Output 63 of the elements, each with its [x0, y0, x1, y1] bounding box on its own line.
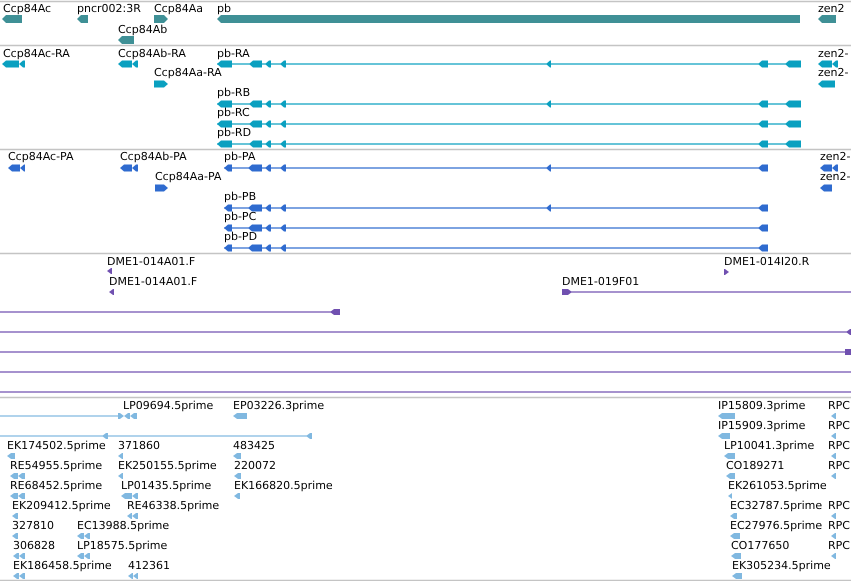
feature-label: RE54955.5prime	[10, 459, 102, 473]
feature-label: pb-PA	[224, 150, 256, 164]
feature-label: EC13988.5prime	[77, 519, 170, 533]
feature-label: LP10041.3prime	[724, 439, 814, 453]
feature-label: 483425	[233, 439, 275, 453]
feature-label: pb	[217, 2, 231, 16]
feature-label: EP03226.3prime	[233, 399, 324, 413]
feature-label: RPC	[828, 519, 850, 533]
feature-label: 412361	[128, 559, 170, 573]
feature-label: pb-PC	[224, 210, 256, 224]
feature-label: Ccp84Aa-RA	[154, 66, 222, 80]
feature-label: zen2-	[818, 47, 848, 61]
feature-label: 371860	[118, 439, 160, 453]
feature-label: IP15809.3prime	[718, 399, 806, 413]
feature-label: RPC	[828, 399, 850, 413]
feature-label: EK305234.5prime	[732, 559, 831, 573]
feature-label: EK186458.5prime	[13, 559, 112, 573]
feature-label: IP15909.3prime	[718, 419, 806, 433]
feature-label: DME1-014I20.R	[724, 255, 810, 269]
feature-label: RPC	[828, 499, 850, 513]
feature-label: EK250155.5prime	[118, 459, 217, 473]
feature-label: EK174502.5prime	[7, 439, 106, 453]
feature-label: pb-PD	[224, 230, 258, 244]
feature-label: pncr002:3R	[77, 2, 141, 16]
feature-label: Ccp84Ab-PA	[120, 150, 187, 164]
feature-label: 306828	[13, 539, 55, 553]
feature-label: pb-RD	[217, 126, 252, 140]
feature-label: LP09694.5prime	[123, 399, 214, 413]
feature-label: EC32787.5prime	[730, 499, 822, 513]
feature-label: EK261053.5prime	[728, 479, 827, 493]
feature-label: zen2	[818, 2, 845, 16]
feature-label: Ccp84Aa-PA	[155, 170, 222, 184]
feature-label: LP18575.5prime	[77, 539, 168, 553]
feature-label: RPC	[828, 459, 850, 473]
feature-label: RPC	[828, 539, 850, 553]
feature-label: pb-RB	[217, 86, 250, 100]
feature-label: DME1-019F01	[562, 275, 640, 289]
feature-label: EK166820.5prime	[234, 479, 333, 493]
feature-label: CO177650	[731, 539, 790, 553]
feature-label: Ccp84Ac	[3, 2, 52, 16]
feature-label: RE46338.5prime	[127, 499, 220, 513]
feature-label: CO189271	[726, 459, 784, 473]
feature-label: DME1-014A01.F	[107, 255, 196, 269]
feature-label: pb-RC	[217, 106, 250, 120]
feature-label: EK209412.5prime	[12, 499, 111, 513]
feature-label: EC27976.5prime	[730, 519, 822, 533]
feature-label: pb-RA	[217, 47, 250, 61]
feature-label: LP01435.5prime	[121, 479, 212, 493]
feature-label: zen2-	[820, 150, 850, 164]
feature-label: Ccp84Ab-RA	[118, 47, 186, 61]
feature-label: RPC	[828, 439, 850, 453]
feature-label: pb-PB	[224, 190, 256, 204]
feature-label: Ccp84Ac-RA	[3, 47, 70, 61]
feature-label: Ccp84Ab	[118, 23, 168, 37]
feature-label: zen2-	[820, 170, 850, 184]
feature-label: RE68452.5prime	[10, 479, 102, 493]
feature-label: zen2-	[818, 66, 848, 80]
feature-label: 327810	[12, 519, 54, 533]
feature-label: 220072	[234, 459, 276, 473]
feature-label: DME1-014A01.F	[109, 275, 198, 289]
feature-label: Ccp84Ac-PA	[8, 150, 74, 164]
feature-label: Ccp84Aa	[154, 2, 203, 16]
feature-label: RPC	[828, 419, 850, 433]
